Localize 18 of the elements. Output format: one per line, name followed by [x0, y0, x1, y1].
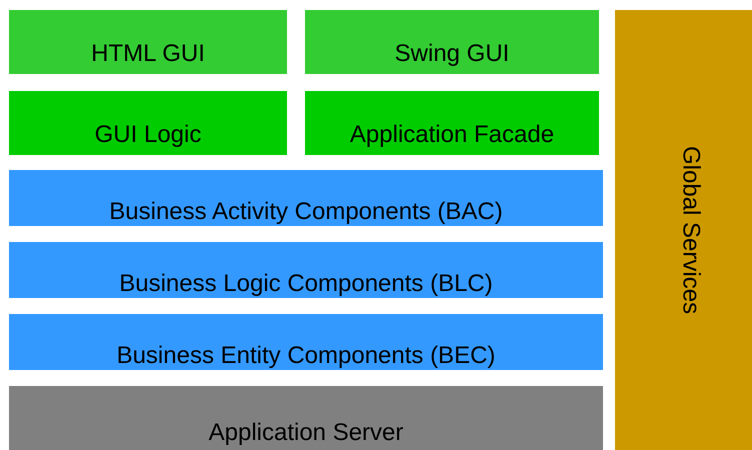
layer-box — [9, 91, 287, 155]
layer-label: Business Entity Components (BEC) — [116, 342, 496, 370]
layer-box — [9, 386, 603, 450]
side-band — [615, 10, 752, 450]
layer-box — [305, 91, 599, 155]
layer-label: HTML GUI — [91, 40, 205, 68]
layer-label: Business Logic Components (BLC) — [119, 270, 493, 298]
layer-label: GUI Logic — [94, 121, 202, 149]
layer-box — [9, 314, 603, 370]
layer-label: Application Facade — [350, 121, 554, 149]
layer-label: Swing GUI — [394, 40, 510, 68]
layer-box — [9, 10, 287, 74]
layer-label: Business Activity Components (BAC) — [109, 198, 503, 226]
layer-box — [9, 170, 603, 226]
layer-box — [9, 242, 603, 298]
layer-box — [305, 10, 599, 74]
layer-label: Global Services — [676, 146, 704, 314]
layer-label: Application Server — [208, 419, 404, 447]
